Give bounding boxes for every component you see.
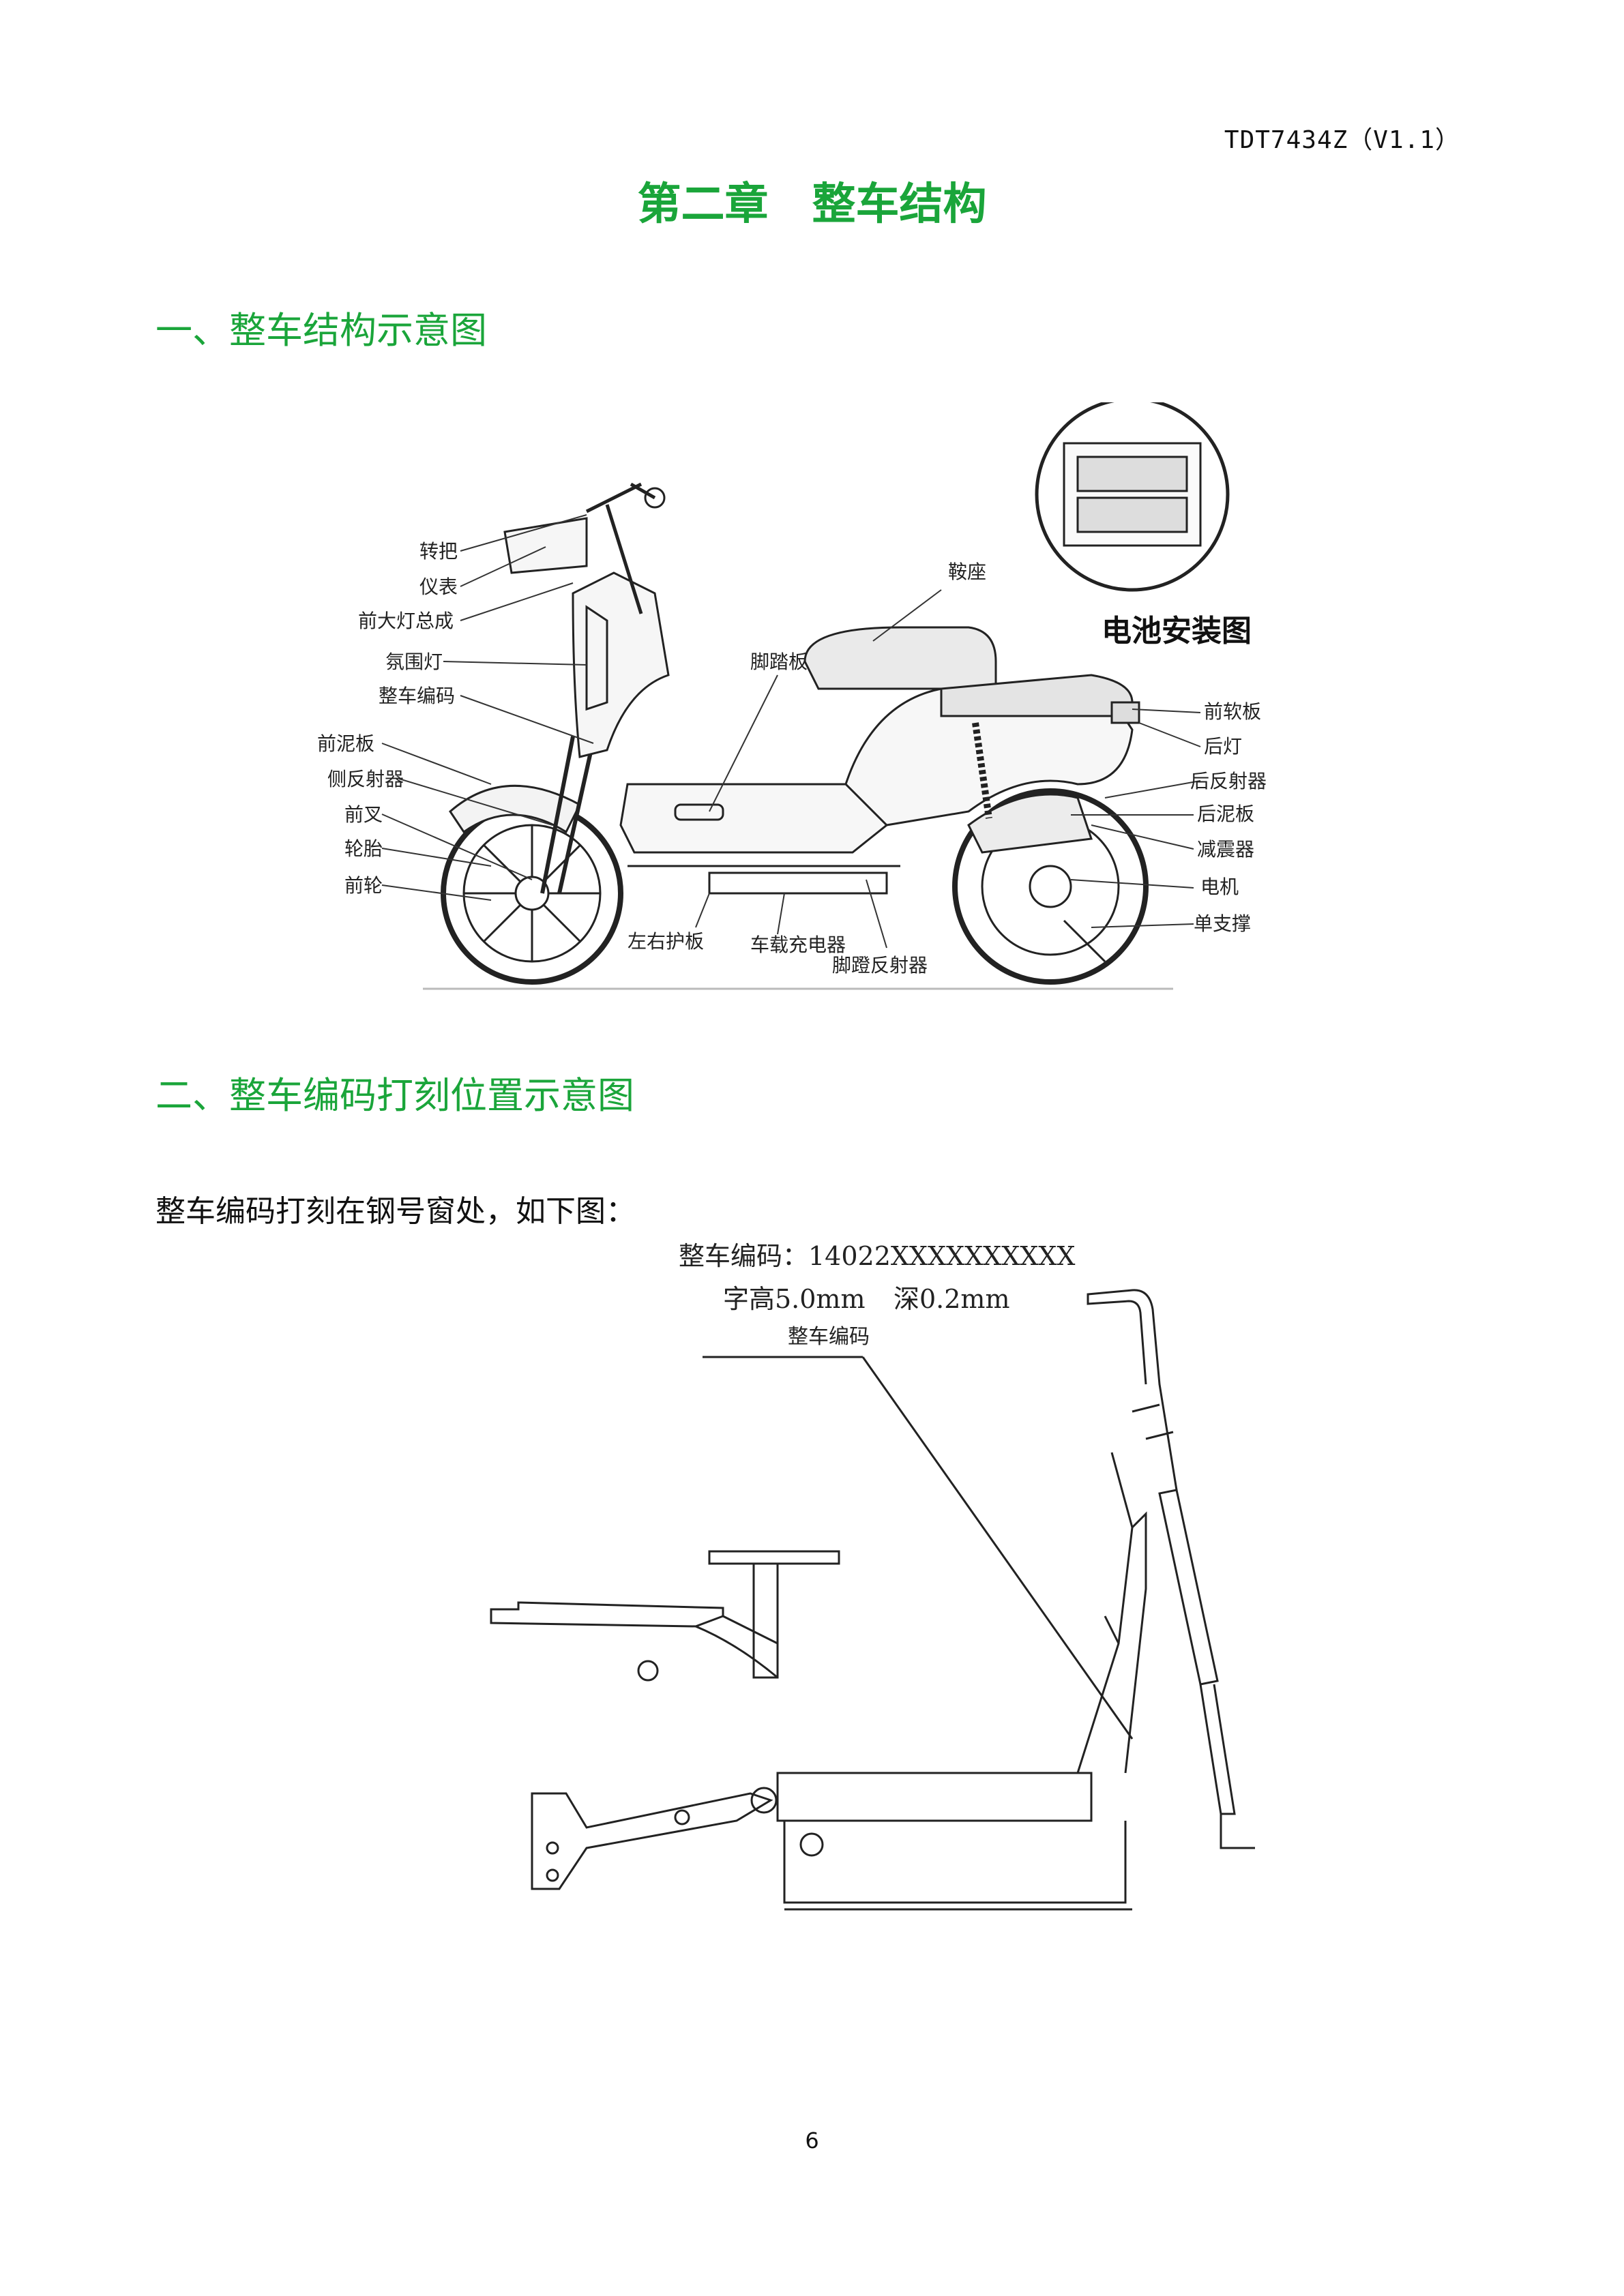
label-front-mudguard: 前泥板 bbox=[317, 732, 374, 755]
label-ambient-light: 氛围灯 bbox=[385, 651, 443, 673]
label-onboard-charger: 车载充电器 bbox=[750, 934, 846, 956]
rear-wheel-shape bbox=[952, 788, 1149, 985]
char-height-spec: 字高5.0mm bbox=[723, 1284, 866, 1314]
label-footboard: 脚踏板 bbox=[750, 651, 808, 673]
label-vehicle-code: 整车编码 bbox=[379, 685, 455, 707]
label-side-guards: 左右护板 bbox=[628, 930, 704, 953]
section-heading-structure: 一、整车结构示意图 bbox=[156, 309, 487, 352]
label-front-fork: 前叉 bbox=[344, 803, 383, 826]
label-kickstand: 单支撑 bbox=[1194, 912, 1251, 935]
label-headlight: 前大灯总成 bbox=[358, 610, 454, 632]
frame-code-figure: 整车编码：14022XXXXXXXXXX 字高5.0mm 深0.2mm 整车编码 bbox=[490, 1241, 1255, 1911]
pointer-label: 整车编码 bbox=[788, 1325, 870, 1349]
label-dashboard: 仪表 bbox=[419, 576, 458, 598]
label-rear-mudguard: 后泥板 bbox=[1197, 803, 1254, 825]
section-heading-code-location: 二、整车编码打刻位置示意图 bbox=[156, 1074, 634, 1117]
label-tire: 轮胎 bbox=[344, 837, 383, 860]
stamp-depth-spec: 深0.2mm bbox=[894, 1284, 1010, 1314]
code-location-paragraph: 整车编码打刻在钢号窗处，如下图： bbox=[156, 1194, 636, 1229]
chapter-title: 第二章 整车结构 bbox=[637, 179, 987, 230]
label-motor: 电机 bbox=[1200, 876, 1239, 898]
label-throttle: 转把 bbox=[419, 540, 458, 563]
label-shock-absorber: 减震器 bbox=[1197, 838, 1254, 861]
label-rear-soft-panel: 前软板 bbox=[1204, 700, 1261, 723]
label-rear-reflector: 后反射器 bbox=[1190, 770, 1267, 792]
vehicle-code-line: 整车编码：14022XXXXXXXXXX bbox=[679, 1241, 1075, 1271]
label-front-wheel: 前轮 bbox=[344, 874, 383, 897]
scooter-structure-figure: 电池安装图 转把 仪表 前大灯总成 氛围灯 整车编码 前泥板 侧反射器 前叉 bbox=[317, 402, 1267, 990]
page-number: 6 bbox=[805, 2128, 819, 2153]
battery-inset-title: 电池安装图 bbox=[1102, 614, 1252, 648]
label-seat: 鞍座 bbox=[948, 561, 986, 583]
label-pedal-reflector: 脚蹬反射器 bbox=[832, 954, 928, 976]
label-side-reflector: 侧反射器 bbox=[327, 768, 404, 790]
document-code: TDT7434Z（V1.1） bbox=[1224, 126, 1460, 154]
label-tail-light: 后灯 bbox=[1204, 735, 1242, 758]
